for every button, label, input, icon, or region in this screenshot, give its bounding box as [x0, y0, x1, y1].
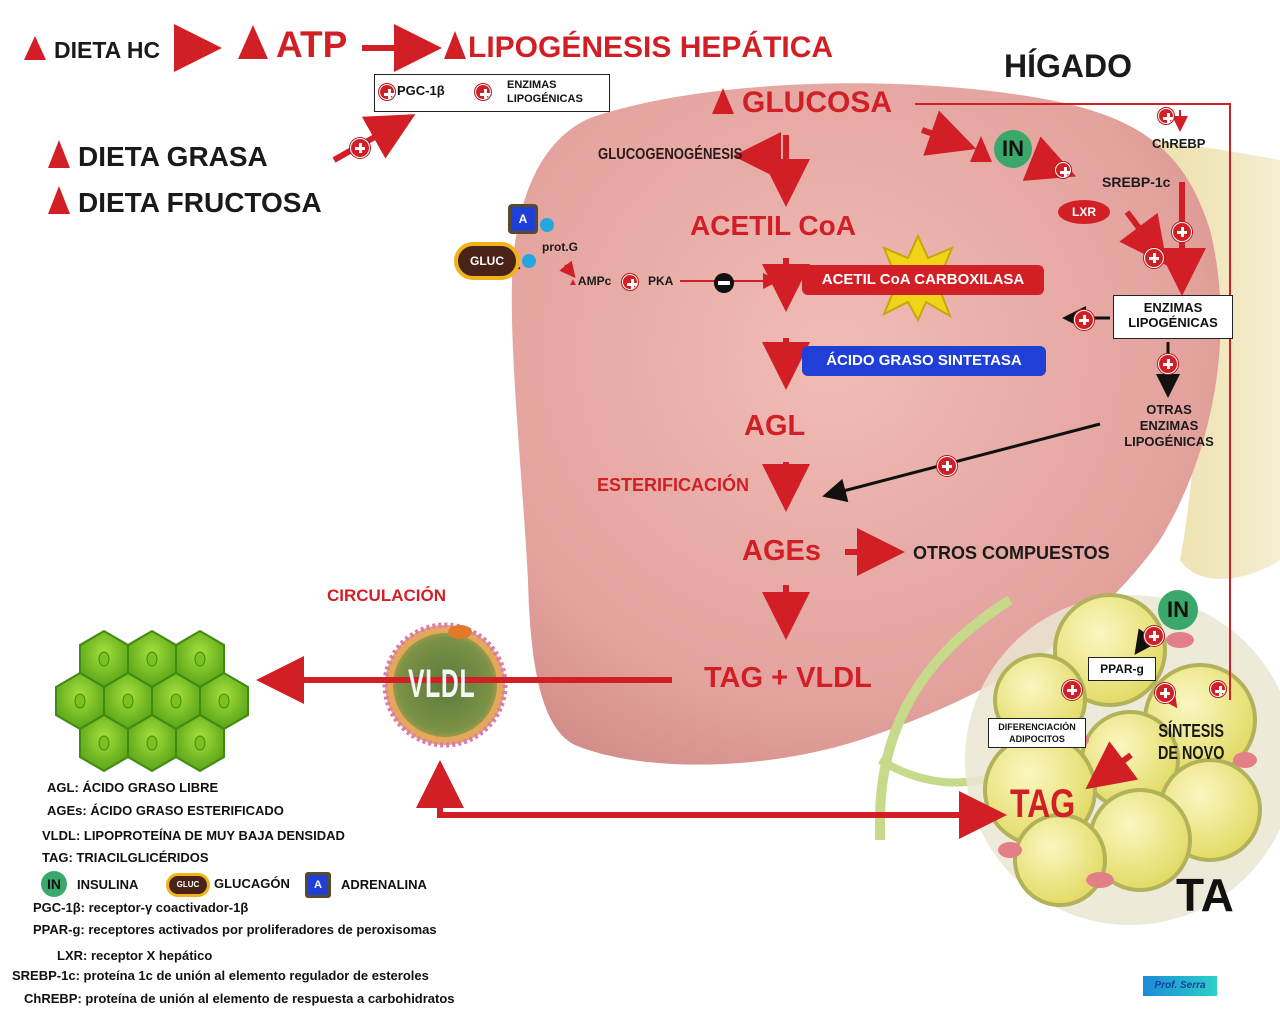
- legend-ages: AGEs: ÁCIDO GRASO ESTERIFICADO: [47, 803, 284, 818]
- minus-icon: [714, 273, 734, 293]
- dieta-hc-label: DIETA HC: [24, 36, 160, 64]
- legend-agl: AGL: ÁCIDO GRASO LIBRE: [47, 780, 219, 795]
- legend-insulina: INSULINA: [77, 877, 139, 892]
- pka-label: PKA: [648, 274, 674, 288]
- increase-triangle-icon: [444, 31, 466, 59]
- legend-vldl: VLDL: LIPOPROTEÍNA DE MUY BAJA DENSIDAD: [42, 828, 345, 843]
- acido-graso-sintetasa-badge: ÁCIDO GRASO SINTETASA: [802, 346, 1046, 376]
- glucagon-legend-badge: GLUC: [166, 873, 210, 897]
- legend-ppar: PPAR-g: receptores activados por prolife…: [33, 922, 437, 937]
- ta-label: TA: [1176, 869, 1234, 921]
- legend-adrenalina: ADRENALINA: [341, 877, 427, 892]
- prot-g-label: prot.G: [542, 240, 578, 254]
- lxr-badge: LXR: [1058, 200, 1110, 224]
- increase-triangle-icon: [712, 88, 734, 114]
- legend-chrebp: ChREBP: proteína de unión al elemento de…: [24, 991, 455, 1006]
- increase-triangle-icon: [24, 36, 46, 60]
- glucogenogenesis-label: GLUCOGENOGÉNESIS: [598, 146, 743, 163]
- circulacion-label: CIRCULACIÓN: [327, 586, 446, 605]
- esterificacion-label: ESTERIFICACIÓN: [597, 475, 750, 495]
- author-credit: Prof. Serra: [1143, 976, 1217, 996]
- insulina-legend-badge: IN: [41, 871, 67, 897]
- atp-label: ATP: [238, 24, 347, 66]
- plus-icon: [1155, 683, 1175, 703]
- acetil-coa-carboxilasa-badge: ACETIL CoA CARBOXILASA: [802, 265, 1044, 295]
- ppar-box: PPAR-g: [1088, 657, 1156, 681]
- plus-icon: [622, 274, 638, 290]
- plus-icon: [350, 138, 370, 158]
- acetil-coa-label: ACETIL CoA: [690, 210, 856, 241]
- enzimas-label: ENZIMAS: [1143, 300, 1203, 315]
- enzimas-lipogenicas-box: ENZIMAS LIPOGÉNICAS: [1113, 295, 1233, 339]
- lipogenicas-label: LIPOGÉNICAS: [507, 93, 583, 105]
- enzimas-label: ENZIMAS: [507, 79, 557, 91]
- insulina-badge: IN: [1158, 590, 1198, 630]
- higado-title: HÍGADO: [1004, 48, 1132, 84]
- tag-adipose-label: TAG: [1010, 782, 1076, 826]
- receptor-icon: [540, 218, 554, 232]
- vldl-particle: [382, 622, 508, 748]
- plus-icon: [1172, 222, 1192, 242]
- diferenciacion-label: DIFERENCIACIÓN: [998, 722, 1076, 732]
- increase-triangle-icon: [970, 136, 992, 162]
- lipogenicas-label: LIPOGÉNICAS: [1128, 315, 1218, 330]
- ampc-label: ▲AMPc: [568, 274, 612, 288]
- plus-icon: [1055, 162, 1071, 178]
- adrenalina-legend-badge: A: [305, 872, 331, 898]
- pgc-label: PGC-1β: [397, 83, 445, 98]
- adipocitos-label: ADIPOCITOS: [1009, 734, 1065, 744]
- liver-shape: [511, 83, 1221, 765]
- plus-icon: [1062, 680, 1082, 700]
- glucosa-label: GLUCOSA: [712, 86, 892, 120]
- plus-icon: [1158, 108, 1174, 124]
- tag-vldl-label: TAG + VLDL: [704, 662, 872, 694]
- srebp-label: SREBP-1c: [1102, 174, 1171, 190]
- dieta-fructosa-label: DIETA FRUCTOSA: [48, 186, 322, 219]
- receptor-icon: [522, 254, 536, 268]
- diferenciacion-box: DIFERENCIACIÓN ADIPOCITOS: [988, 718, 1086, 748]
- plus-icon: [937, 456, 957, 476]
- pgc-enzimas-box: PGC-1β ENZIMAS LIPOGÉNICAS: [374, 74, 610, 112]
- legend-lxr: LXR: receptor X hepático: [57, 948, 213, 963]
- insulina-badge: IN: [994, 130, 1032, 168]
- legend-pgc: PGC-1β: receptor-γ coactivador-1β: [33, 900, 249, 915]
- plus-icon: [475, 84, 491, 100]
- plus-icon: [1144, 626, 1164, 646]
- ages-label: AGEs: [742, 535, 821, 567]
- plus-icon: [1158, 354, 1178, 374]
- otros-compuestos-label: OTROS COMPUESTOS: [913, 543, 1110, 563]
- dieta-grasa-label: DIETA GRASA: [48, 140, 268, 173]
- plus-icon: [379, 84, 395, 100]
- plus-icon: [1074, 310, 1094, 330]
- increase-triangle-icon: [48, 140, 70, 168]
- legend-srebp: SREBP-1c: proteína 1c de unión al elemen…: [12, 968, 429, 983]
- vldl-particle-label: VLDL: [408, 662, 476, 706]
- increase-triangle-icon: [238, 25, 268, 59]
- legend-tag: TAG: TRIACILGLICÉRIDOS: [42, 850, 209, 865]
- legend-glucagon: GLUCAGÓN: [214, 876, 290, 891]
- chrebp-label: ChREBP: [1152, 136, 1206, 151]
- adrenalina-badge: A: [508, 204, 538, 234]
- agl-label: AGL: [744, 410, 806, 442]
- plus-icon: [1144, 248, 1164, 268]
- lipogenesis-hepatica-label: LIPOGÉNESIS HEPÁTICA: [444, 31, 833, 65]
- plus-icon: [1210, 681, 1226, 697]
- glucagon-badge: GLUC: [454, 242, 520, 280]
- increase-triangle-icon: [48, 186, 70, 214]
